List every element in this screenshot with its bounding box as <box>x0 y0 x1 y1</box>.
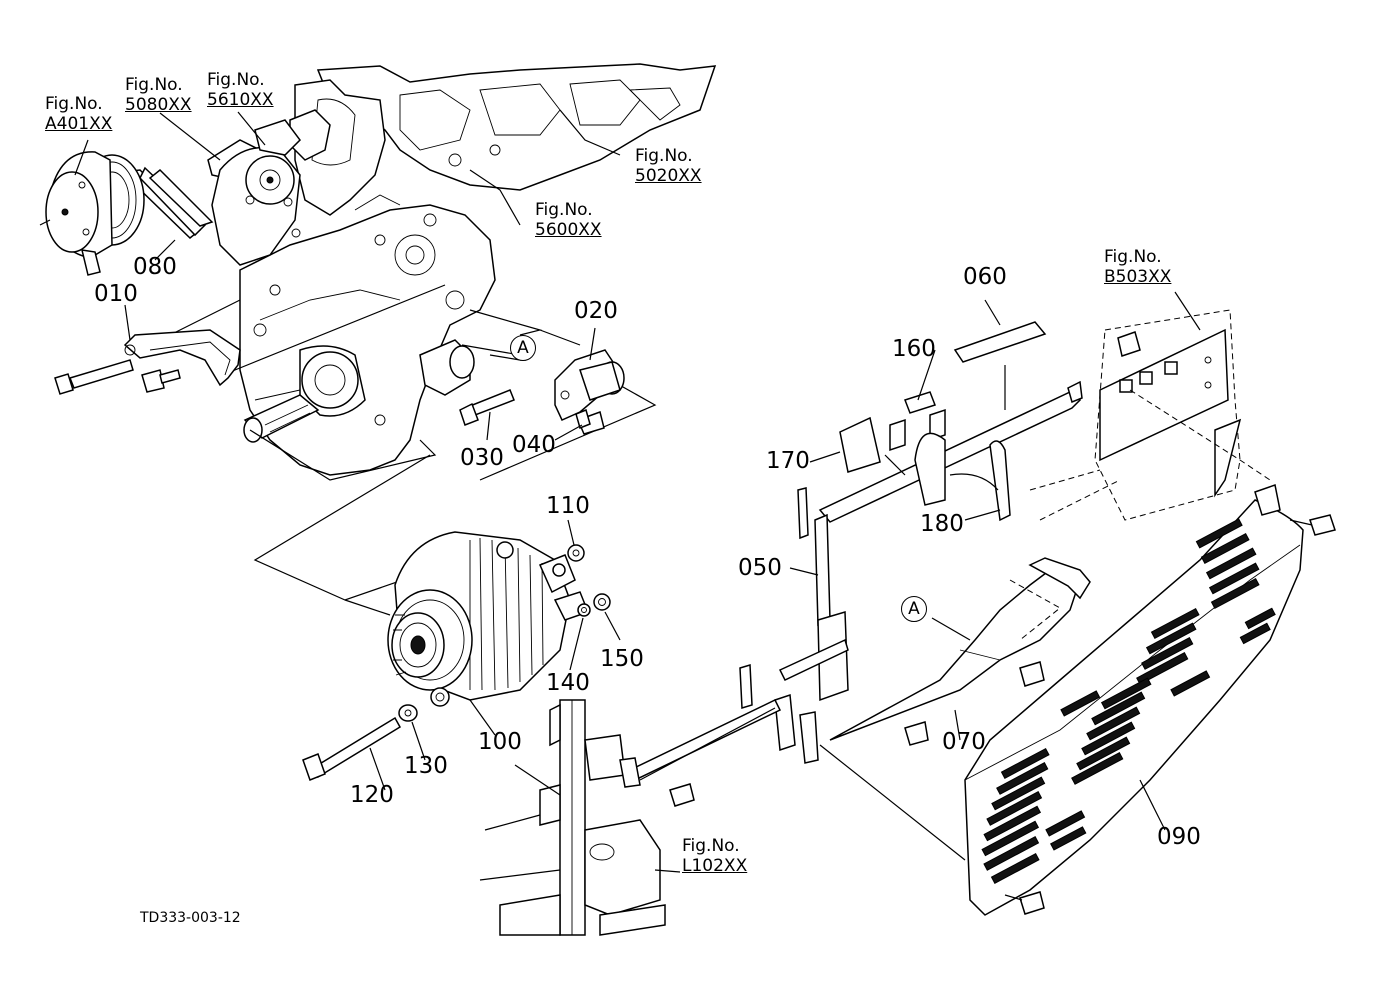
fig-ref-a401: Fig.No. A401XX <box>45 94 112 134</box>
fig-ref-l102: Fig.No. L102XX <box>682 836 747 876</box>
fig-label: Fig.No. <box>125 75 183 95</box>
fig-number: 5020XX <box>635 166 702 186</box>
fig-ref-5080: Fig.No. 5080XX <box>125 75 192 115</box>
drawing-code: TD333-003-12 <box>140 910 241 926</box>
engine-block-drawing <box>159 63 717 616</box>
part-label-120: 120 <box>350 782 394 808</box>
stay-050 <box>619 380 1083 861</box>
fig-label: Fig.No. <box>45 94 103 114</box>
fig-number: B503XX <box>1104 267 1172 287</box>
part-label-150: 150 <box>600 646 644 672</box>
fig-number: 5610XX <box>207 90 274 110</box>
fig-ref-5020: Fig.No. 5020XX <box>635 146 702 186</box>
fig-label: Fig.No. <box>1104 247 1162 267</box>
part-label-130: 130 <box>404 753 448 779</box>
part-label-010: 010 <box>94 281 138 307</box>
part-label-170: 170 <box>766 448 810 474</box>
fig-ref-5610: Fig.No. 5610XX <box>207 70 274 110</box>
grille-090 <box>964 484 1336 916</box>
leader-lines <box>74 109 1201 831</box>
fig-label: Fig.No. <box>207 70 265 90</box>
part-label-160: 160 <box>892 336 936 362</box>
alternator-100 <box>387 531 589 707</box>
part-label-080: 080 <box>133 254 177 280</box>
fig-label: Fig.No. <box>535 200 593 220</box>
fig-ref-b503: Fig.No. B503XX <box>1104 247 1171 287</box>
shield-b503-drawing <box>1029 309 1271 521</box>
part-label-060: 060 <box>963 264 1007 290</box>
alternator-bracket-020 <box>459 349 625 435</box>
bracket-070 <box>829 557 1091 746</box>
part-label-090: 090 <box>1157 824 1201 850</box>
callout-a-bracket: A <box>901 596 927 622</box>
fig-ref-5600: Fig.No. 5600XX <box>535 200 602 240</box>
tension-bracket-010 <box>123 329 241 387</box>
fig-label: Fig.No. <box>682 836 740 856</box>
insulation-parts <box>839 321 1047 522</box>
part-label-070: 070 <box>942 729 986 755</box>
part-label-020: 020 <box>574 298 618 324</box>
part-label-100: 100 <box>478 729 522 755</box>
part-label-180: 180 <box>920 511 964 537</box>
part-label-050: 050 <box>738 555 782 581</box>
fig-label: Fig.No. <box>635 146 693 166</box>
fan-pulley-drawing <box>39 151 214 276</box>
part-label-110: 110 <box>546 493 590 519</box>
part-label-140: 140 <box>546 670 590 696</box>
fig-number: A401XX <box>45 114 113 134</box>
fig-number: 5600XX <box>535 220 602 240</box>
frame-l102-drawing <box>479 699 681 936</box>
callout-a-engine: A <box>510 335 536 361</box>
bracket-bolts <box>54 359 181 395</box>
fig-number: 5080XX <box>125 95 192 115</box>
part-label-030: 030 <box>460 445 504 471</box>
alternator-fasteners <box>302 544 611 781</box>
part-label-040: 040 <box>512 432 556 458</box>
fig-number: L102XX <box>682 856 748 876</box>
